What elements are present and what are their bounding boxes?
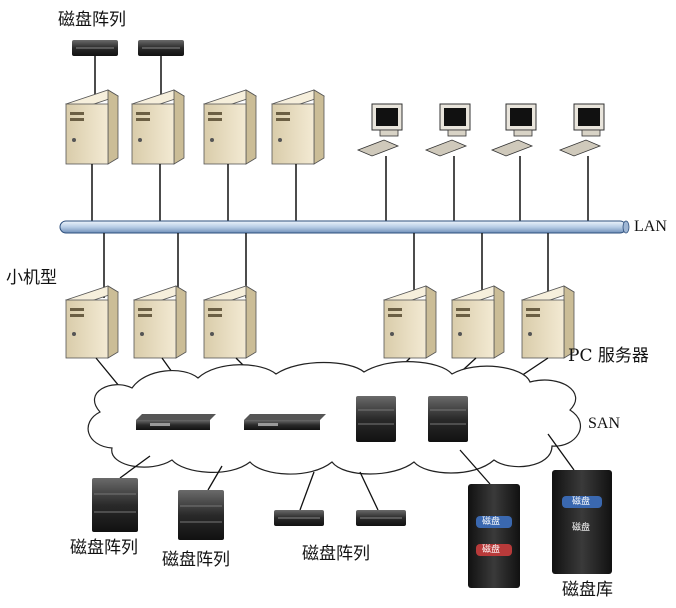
disk-library-rack-2 (552, 470, 612, 574)
workstation-3 (490, 103, 537, 157)
pc-server-2 (451, 285, 505, 359)
minicomputer-server-2 (133, 285, 187, 359)
label-minicomputer: 小机型 (6, 268, 57, 288)
label-pc-server: PC 服务器 (568, 346, 649, 366)
san-disk-array-1 (356, 396, 396, 442)
label-disk-array-2: 磁盘阵列 (162, 550, 230, 570)
workstation-4 (558, 103, 605, 157)
top-disk-array-2 (138, 40, 184, 56)
disk-array-bottom-2 (178, 490, 224, 540)
workstation-2 (424, 103, 471, 157)
pc-server-1 (383, 285, 437, 359)
san-switch-1 (136, 414, 216, 430)
top-lan-links (91, 156, 589, 222)
disk-array-bottom-1 (92, 478, 138, 532)
workstation-1 (356, 103, 403, 157)
san-storage-links (119, 433, 575, 511)
label-disk-library: 磁盘库 (562, 580, 613, 600)
label-top-disk-array: 磁盘阵列 (58, 10, 126, 30)
lan-bus (59, 220, 630, 234)
rack-2-body-label: 磁盘 (572, 523, 591, 533)
rack-1-blue-label: 磁盘 (482, 517, 501, 527)
disk-array-bottom-4 (356, 510, 406, 526)
top-server-1 (65, 89, 119, 165)
san-switch-2 (244, 414, 326, 430)
san-disk-array-2 (428, 396, 468, 442)
minicomputer-server-3 (203, 285, 257, 359)
pc-server-3 (521, 285, 575, 359)
rack-2-blue-label: 磁盘 (572, 497, 591, 507)
label-disk-array-1: 磁盘阵列 (70, 538, 138, 558)
label-disk-array-3: 磁盘阵列 (302, 544, 370, 564)
label-lan: LAN (634, 218, 667, 235)
top-server-4 (271, 89, 325, 165)
minicomputer-server-1 (65, 285, 119, 359)
disk-array-bottom-3 (274, 510, 324, 526)
top-server-2 (131, 89, 185, 165)
rack-1-red-label: 磁盘 (482, 545, 501, 555)
top-server-3 (203, 89, 257, 165)
san-cloud (87, 361, 582, 475)
disk-library-rack-1 (468, 484, 520, 588)
label-san: SAN (588, 415, 621, 432)
top-disk-array-1 (72, 40, 118, 56)
